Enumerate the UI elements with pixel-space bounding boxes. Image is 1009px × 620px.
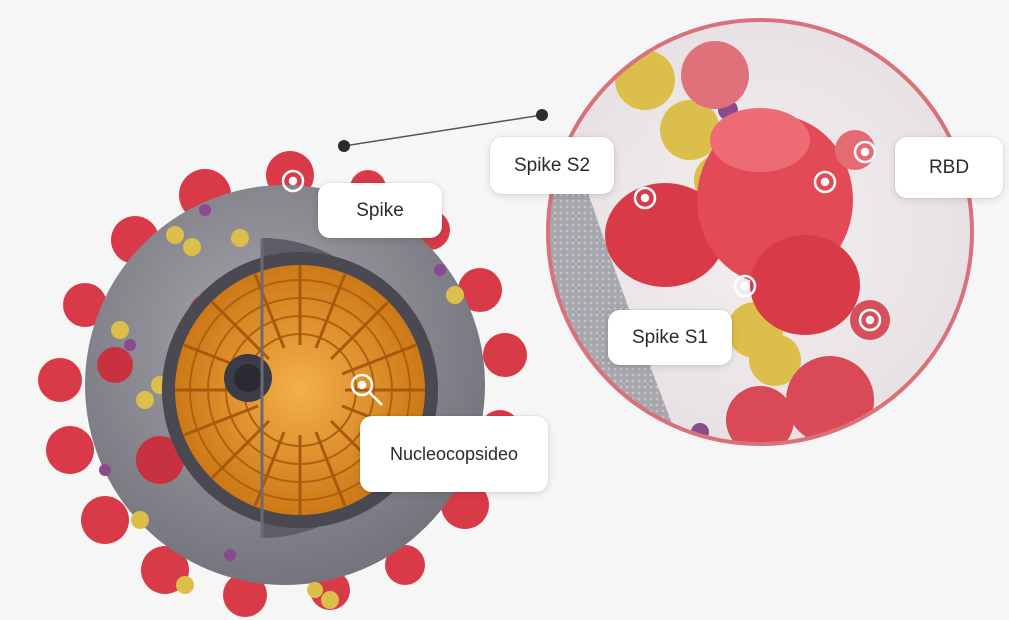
label-spike-s2: Spike S2 <box>490 137 614 194</box>
label-spike: Spike <box>318 183 442 238</box>
label-rbd: RBD <box>895 137 1003 198</box>
zoom-detail-circle <box>540 20 972 470</box>
label-nucleocapsid: Nucleocopsideo <box>360 416 548 492</box>
label-spike-s1: Spike S1 <box>608 310 732 365</box>
virus-body <box>38 151 527 617</box>
